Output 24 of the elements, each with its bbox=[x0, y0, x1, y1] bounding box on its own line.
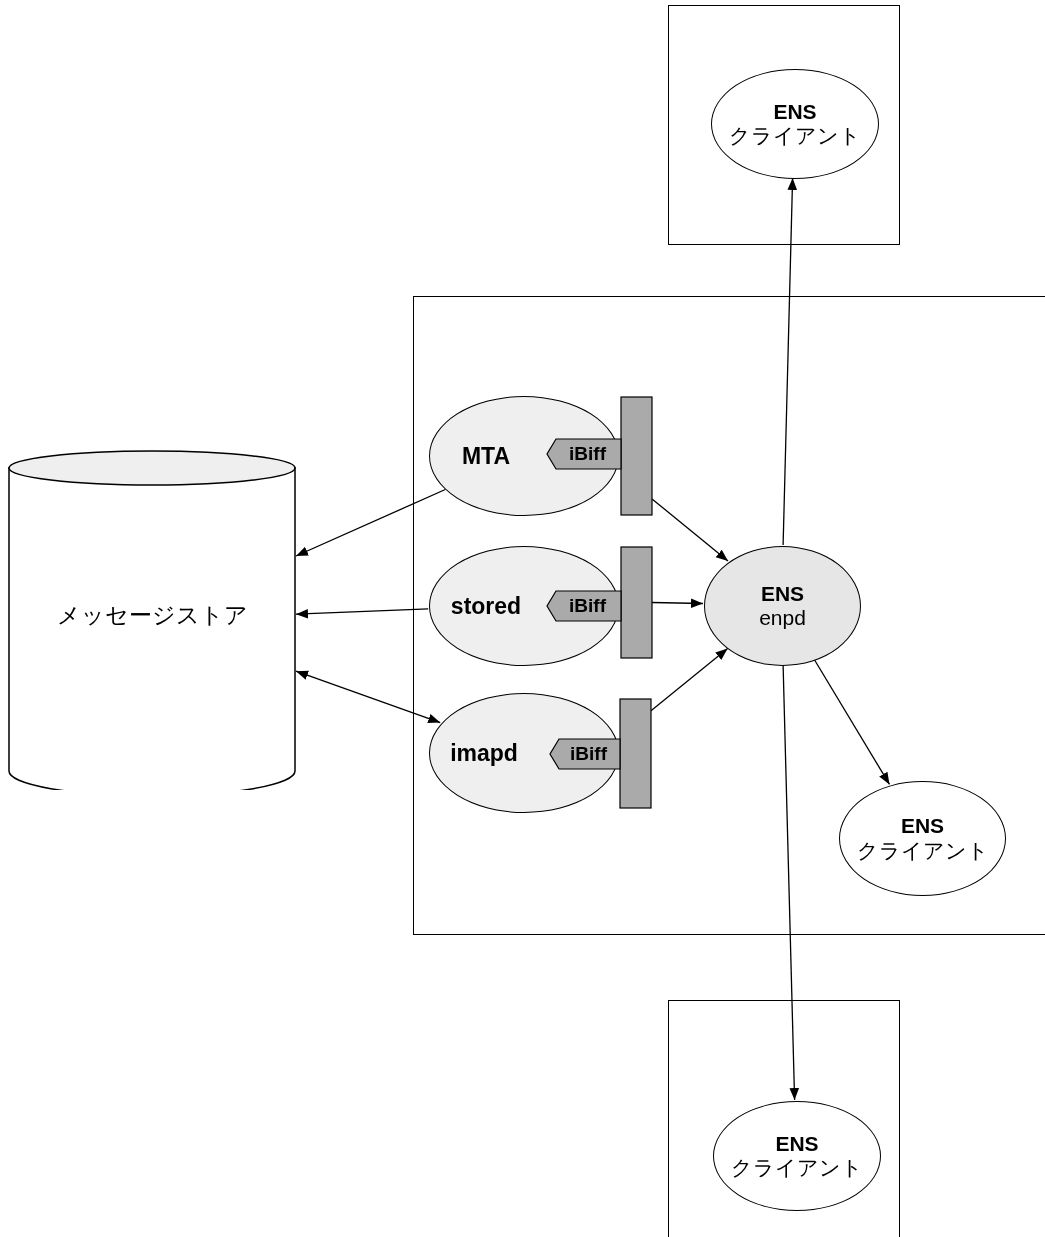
arrow bbox=[782, 177, 798, 546]
node-title: ENS bbox=[775, 1131, 819, 1156]
node-title: ENS bbox=[760, 581, 805, 606]
arrow bbox=[295, 670, 441, 724]
node-label: クライアント bbox=[729, 124, 861, 149]
plug-in-tag: iBiff bbox=[546, 546, 653, 659]
node-label: クライアント bbox=[731, 1156, 863, 1181]
node-label: メッセージストア bbox=[55, 600, 249, 630]
node-label: クライアント bbox=[856, 838, 989, 863]
node-title: ENS bbox=[773, 99, 817, 124]
frame-box bbox=[668, 1000, 900, 1237]
arrow bbox=[295, 488, 446, 557]
plug-in-tag: iBiff bbox=[549, 698, 652, 809]
plug-in-tag: iBiff bbox=[546, 396, 653, 516]
frame-box bbox=[413, 296, 1045, 935]
node-label: enpd bbox=[759, 606, 806, 631]
node-title: imapd bbox=[449, 739, 519, 767]
node-title: MTA bbox=[460, 442, 512, 470]
arrow bbox=[813, 658, 891, 786]
frame-box bbox=[668, 5, 900, 245]
arrow bbox=[295, 608, 429, 619]
arrow bbox=[782, 664, 800, 1101]
node-title: ENS bbox=[900, 814, 945, 839]
node-title: stored bbox=[449, 592, 523, 620]
